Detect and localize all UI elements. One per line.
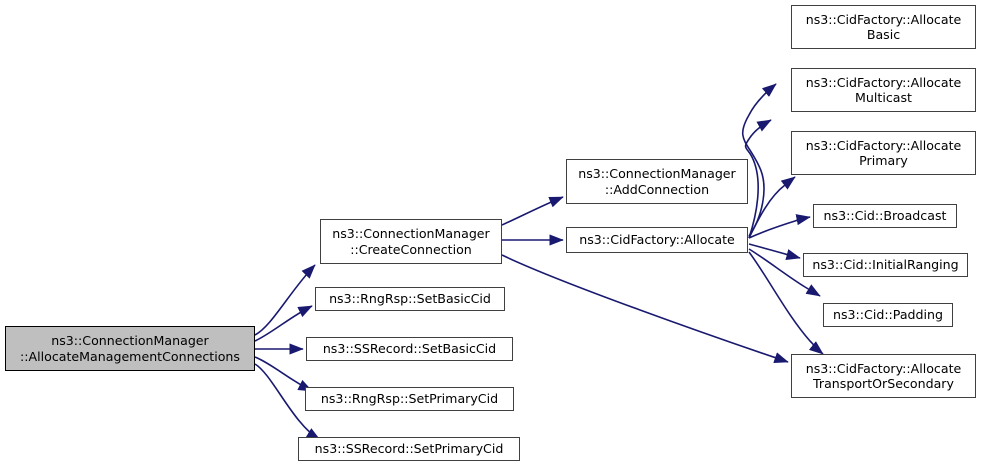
edge-root-to-create_connection	[254, 264, 316, 336]
node-label-line1: ns3::CidFactory::Allocate	[805, 360, 962, 376]
node-label-line2: ::AllocateManagementConnections	[20, 348, 240, 364]
node-ssrecord_setbasiccid[interactable]: ns3::SSRecord::SetBasicCid	[306, 337, 513, 361]
node-label-line1: ns3::RngRsp::SetPrimaryCid	[320, 391, 499, 407]
node-label-line1: ns3::Cid::Padding	[832, 307, 944, 323]
edge-cidfactory_allocate-to-allocate_transport	[748, 251, 824, 355]
node-label-line1: ns3::Cid::Broadcast	[823, 208, 947, 224]
node-label-line2: Primary	[859, 153, 908, 168]
node-cid_padding[interactable]: ns3::Cid::Padding	[823, 303, 953, 327]
edge-create_connection-to-allocate_transport	[501, 254, 789, 363]
edge-cidfactory_allocate-to-cid_broadcast	[748, 214, 811, 239]
node-label-line1: ns3::ConnectionManager	[332, 226, 490, 241]
edge-root-to-rngrsp_setbasiccid	[254, 305, 313, 342]
node-rngrsp_setbasiccid[interactable]: ns3::RngRsp::SetBasicCid	[315, 287, 505, 311]
node-rngrsp_setprimarycid[interactable]: ns3::RngRsp::SetPrimaryCid	[305, 387, 514, 411]
node-cidfactory_allocate[interactable]: ns3::CidFactory::Allocate	[566, 227, 748, 253]
node-label-line2: ::AddConnection	[604, 181, 710, 197]
edge-cidfactory_allocate-to-allocate_multicast	[744, 119, 772, 239]
node-root[interactable]: ns3::ConnectionManager::AllocateManageme…	[5, 326, 255, 371]
node-cid_initialranging[interactable]: ns3::Cid::InitialRanging	[803, 253, 968, 277]
node-label-line2: TransportOrSecondary	[813, 376, 954, 391]
edge-cidfactory_allocate-to-allocate_primary	[748, 176, 796, 239]
node-label-line1: ns3::CidFactory::Allocate	[805, 137, 962, 153]
edge-create_connection-to-add_connection	[501, 196, 564, 226]
node-label-line2: ::CreateConnection	[350, 241, 472, 257]
node-cid_broadcast[interactable]: ns3::Cid::Broadcast	[813, 204, 957, 228]
node-label-line2: Basic	[866, 27, 901, 42]
node-ssrecord_setprimarycid[interactable]: ns3::SSRecord::SetPrimaryCid	[298, 437, 520, 461]
node-add_connection[interactable]: ns3::ConnectionManager::AddConnection	[566, 159, 748, 204]
edge-root-to-ssrecord_setprimarycid	[254, 363, 321, 441]
edge-cidfactory_allocate-to-cid_initialranging	[748, 243, 801, 260]
node-label-line1: ns3::SSRecord::SetPrimaryCid	[314, 441, 504, 457]
edge-root-to-rngrsp_setprimarycid	[254, 356, 313, 392]
node-label-line1: ns3::ConnectionManager	[51, 333, 209, 348]
node-label-line1: ns3::Cid::InitialRanging	[812, 257, 959, 273]
node-label-line1: ns3::CidFactory::Allocate	[805, 74, 962, 90]
node-label-line1: ns3::SSRecord::SetBasicCid	[322, 341, 497, 357]
node-label-line1: ns3::CidFactory::Allocate	[579, 232, 735, 248]
node-label-line1: ns3::RngRsp::SetBasicCid	[329, 291, 491, 307]
edge-cidfactory_allocate-to-cid_padding	[748, 248, 821, 297]
node-create_connection[interactable]: ns3::ConnectionManager::CreateConnection	[320, 219, 502, 264]
node-label-line1: ns3::CidFactory::Allocate	[805, 11, 962, 27]
edge-cidfactory_allocate-to-allocate_basic	[741, 83, 777, 237]
edges-group	[254, 83, 824, 441]
node-label-line2: Multicast	[855, 90, 912, 105]
node-label-line1: ns3::ConnectionManager	[578, 166, 736, 181]
